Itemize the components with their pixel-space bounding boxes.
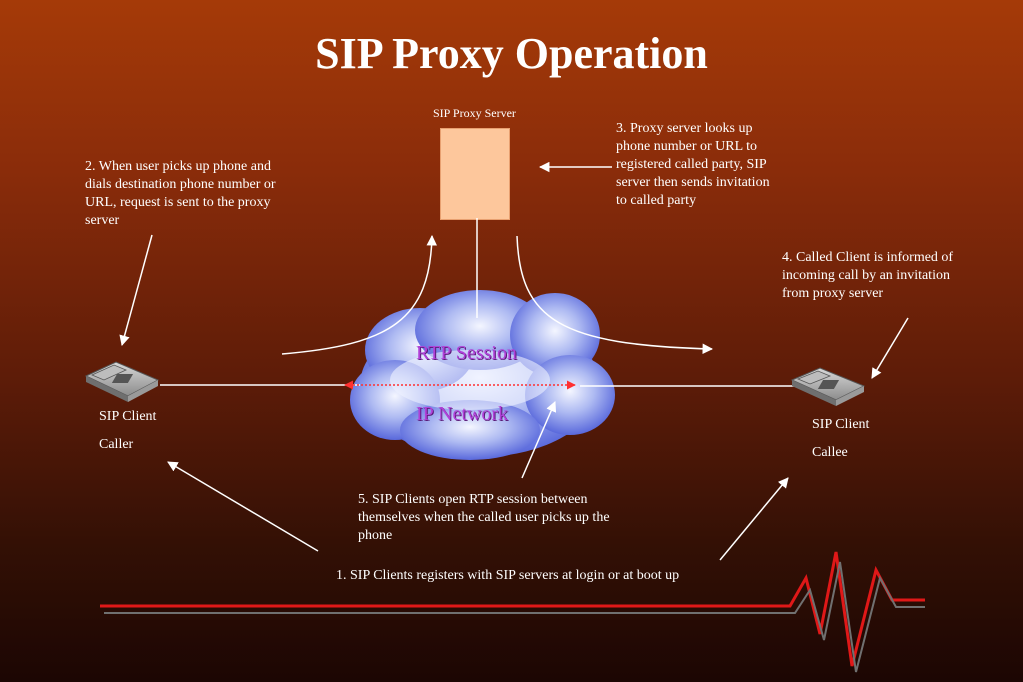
step1-text: 1. SIP Clients registers with SIP server… [336,568,680,583]
step3-text: 3. Proxy server looks up phone number or… [616,121,770,208]
proxy-server-box[interactable] [440,128,510,220]
ip-network-label: IP Network [416,403,509,425]
cloud-icon [350,290,615,460]
page-title: SIP Proxy Operation [315,29,708,78]
step5-pointer-arrow [521,401,557,479]
step2-pointer-arrow [119,234,153,347]
callee-role: Callee [812,445,848,460]
callee-phone-icon[interactable] [790,367,866,406]
caller-role: Caller [99,437,134,452]
step5-text: 5. SIP Clients open RTP session between … [358,492,610,543]
step4-text: 4. Called Client is informed of incoming… [782,250,954,301]
step4-pointer-arrow [871,317,909,379]
step1-caller-arrow [167,461,319,552]
signal-decoration [100,551,925,673]
invite-to-callee-arrow [516,235,714,354]
proxy-server-label: SIP Proxy Server [433,106,516,120]
caller-phone-icon[interactable] [84,361,160,402]
step2-text: 2. When user picks up phone and dials de… [85,159,276,228]
invite-to-proxy-arrow [281,234,438,355]
rtp-session-label: RTP Session [416,342,517,364]
callee-label: SIP Client [812,417,870,432]
step1-callee-arrow [719,477,789,561]
caller-label: SIP Client [99,409,157,424]
